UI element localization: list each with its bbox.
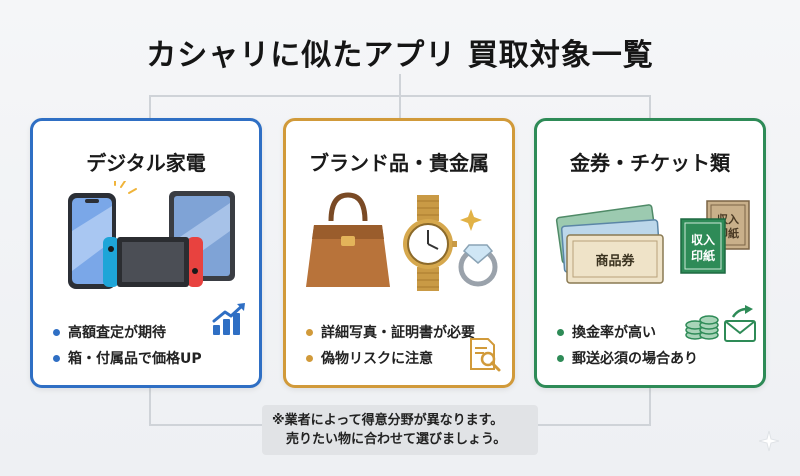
bullet-list: 高額査定が期待 箱・付属品で価格UP <box>53 319 223 371</box>
bullet-list: 換金率が高い 郵送必須の場合あり <box>557 319 727 371</box>
tablet-icon <box>169 191 235 281</box>
voucher-label: 商品券 <box>595 253 635 269</box>
bullet-dot <box>53 328 60 336</box>
voucher-stack-icon <box>555 204 664 284</box>
brand-goods-illustration <box>306 192 498 291</box>
bullet-dot <box>557 328 564 336</box>
list-item: 詳細写真・証明書が必要 <box>306 319 476 345</box>
vouchers-illustration: 商品券 収入 印紙 収入 印紙 <box>555 200 750 284</box>
list-item: 郵送必須の場合あり <box>557 345 727 371</box>
card-vouchers-tickets: 金券・チケット類 商品券 収入 印紙 収入 印紙 換金率が高い 郵送必須の場合あ… <box>534 118 766 388</box>
note-line-1: ※業者によって得意分野が異なります。 <box>272 413 504 428</box>
digital-devices-illustration <box>68 181 235 289</box>
list-item: 換金率が高い <box>557 319 727 345</box>
list-item: 高額査定が期待 <box>53 319 223 345</box>
svg-text:印紙: 印紙 <box>691 248 715 263</box>
note-box: ※業者によって得意分野が異なります。 売りたい物に合わせて選びましょう。 <box>262 405 538 455</box>
bullet-dot <box>306 328 313 336</box>
page-title: カシャリに似たアプリ 買取対象一覧 <box>146 38 654 73</box>
bullet-dot <box>557 354 564 362</box>
document-magnifier-icon <box>470 338 501 372</box>
bullet-dot <box>53 354 60 362</box>
sparkle-icon <box>460 209 482 231</box>
sparkle-icon <box>758 430 780 452</box>
list-item: 箱・付属品で価格UP <box>53 345 223 371</box>
card-digital-appliances: デジタル家電 高額査定が期待 <box>30 118 262 388</box>
bullet-list: 詳細写真・証明書が必要 偽物リスクに注意 <box>306 319 476 371</box>
coins-envelope-icon <box>685 305 756 342</box>
watch-icon <box>403 195 457 291</box>
card-title: デジタル家電 <box>86 151 206 175</box>
svg-text:収入: 収入 <box>691 233 715 247</box>
bar-chart-up-icon <box>212 303 245 335</box>
list-item: 偽物リスクに注意 <box>306 345 476 371</box>
card-title: 金券・チケット類 <box>570 151 730 175</box>
game-console-icon <box>103 237 203 287</box>
sparkle-lines-icon <box>114 181 137 194</box>
handbag-icon <box>306 192 390 287</box>
card-brand-goods: ブランド品・貴金属 <box>283 118 515 388</box>
diamond-ring-icon <box>458 244 498 287</box>
note-line-2: 売りたい物に合わせて選びましょう。 <box>286 432 507 447</box>
bullet-dot <box>306 354 313 362</box>
card-title: ブランド品・貴金属 <box>309 151 489 175</box>
revenue-stamp-icon: 収入 印紙 収入 印紙 <box>680 200 750 274</box>
